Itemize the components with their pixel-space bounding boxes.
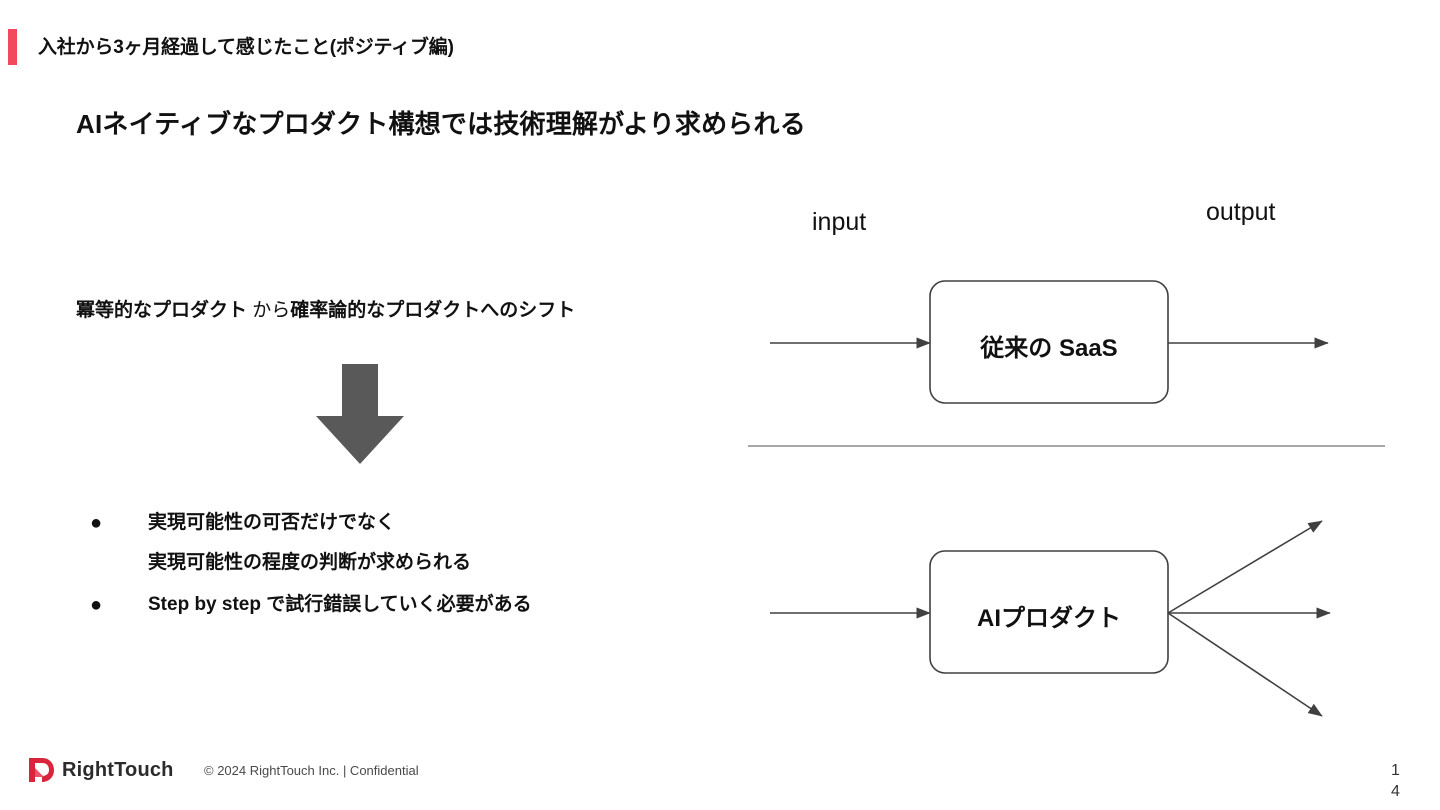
list-item-line: 実現可能性の可否だけでなく (148, 512, 396, 533)
page-number: 14 (1391, 762, 1400, 800)
bullet-list: ● 実現可能性の可否だけでなく 実現可能性の程度の判断が求められる ● Step… (90, 503, 710, 627)
output-label: output (1206, 198, 1276, 226)
righttouch-logo-icon (26, 755, 56, 785)
slide-kicker: 入社から3ヶ月経過して感じたこと(ポジティブ編) (38, 37, 454, 58)
list-item-line: 実現可能性の程度の判断が求められる (148, 552, 472, 573)
bullet-dot-icon: ● (90, 512, 103, 534)
brand-logo: RightTouch (26, 755, 174, 785)
input-label: input (812, 208, 867, 236)
list-item-body: 実現可能性の可否だけでなく 実現可能性の程度の判断が求められる (148, 503, 471, 583)
list-item: ● 実現可能性の可否だけでなく 実現可能性の程度の判断が求められる (90, 503, 710, 583)
shift-statement: 冪等的なプロダクト から確率論的なプロダクトへのシフト (76, 295, 575, 322)
list-item: ● Step by step で試行錯誤していく必要がある (90, 585, 710, 625)
down-arrow-icon (316, 364, 404, 464)
page-title: AIネイティブなプロダクト構想では技術理解がより求められる (76, 109, 806, 139)
copyright-note: © 2024 RightTouch Inc. | Confidential (204, 763, 419, 778)
flow-diagram (740, 180, 1420, 740)
brand-name: RightTouch (62, 758, 174, 781)
accent-bar (8, 29, 17, 65)
shift-to: 確率論的なプロダクトへのシフト (290, 300, 576, 321)
node-label-saas: 従来の SaaS (980, 335, 1118, 362)
list-item-line: Step by step で試行錯誤していく必要がある (148, 594, 532, 615)
list-item-body: Step by step で試行錯誤していく必要がある (148, 585, 532, 625)
shift-from: 冪等的なプロダクト (76, 300, 248, 321)
bullet-dot-icon: ● (90, 594, 103, 616)
shift-connector: から (247, 300, 291, 321)
node-label-ai: AIプロダクト (977, 605, 1121, 632)
